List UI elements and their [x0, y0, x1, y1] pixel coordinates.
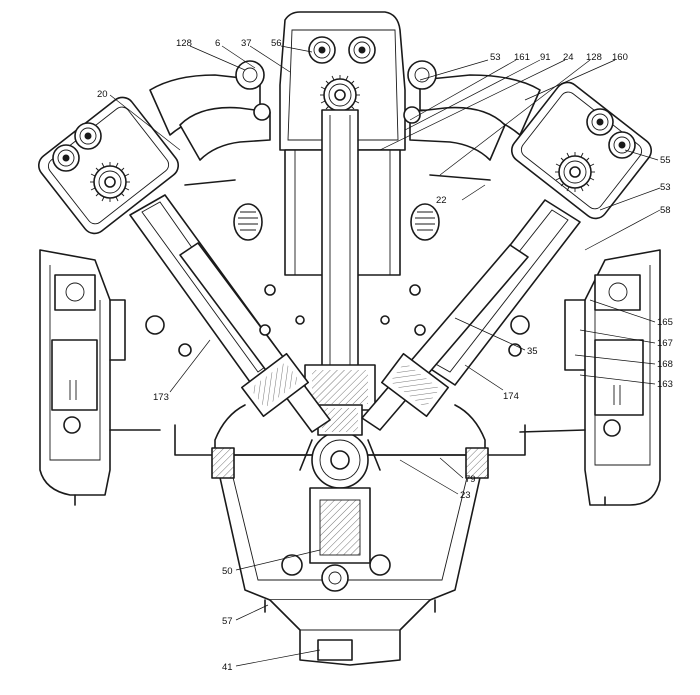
right-cylinder-bank: [361, 60, 653, 431]
callout-6: 6: [215, 38, 220, 49]
callout-173: 173: [153, 392, 169, 403]
crankcase: [174, 404, 526, 666]
callout-37: 37: [241, 38, 252, 49]
callout-160: 160: [612, 52, 628, 63]
left-accessory-housing: [39, 249, 161, 506]
callout-leaders: [109, 45, 661, 667]
callout-24: 24: [563, 52, 574, 63]
callout-50: 50: [222, 566, 233, 577]
left-cylinder-bank: [37, 60, 331, 433]
callout-20: 20: [97, 89, 108, 100]
callout-57: 57: [222, 616, 233, 627]
callout-174: 174: [503, 391, 519, 402]
callout-128-left: 128: [176, 38, 192, 49]
callout-53-right: 53: [660, 182, 671, 193]
bolt-details: [145, 284, 530, 357]
callout-79: 79: [465, 474, 476, 485]
callout-35: 35: [527, 346, 538, 357]
callout-23: 23: [460, 490, 471, 501]
callout-91: 91: [540, 52, 551, 63]
callout-165: 165: [657, 317, 673, 328]
callout-41: 41: [222, 662, 233, 673]
callout-53-top: 53: [490, 52, 501, 63]
callout-56: 56: [271, 38, 282, 49]
callout-128-right: 128: [586, 52, 602, 63]
callout-163: 163: [657, 379, 673, 390]
callout-168: 168: [657, 359, 673, 370]
callout-22: 22: [436, 195, 447, 206]
callout-161: 161: [514, 52, 530, 63]
callout-167: 167: [657, 338, 673, 349]
callout-55: 55: [660, 155, 671, 166]
callout-labels: 128 6 37 56 53 161 91 24 128 160 20 55 5…: [97, 38, 673, 673]
callout-58: 58: [660, 205, 671, 216]
center-cylinder-bank: [279, 11, 406, 436]
right-accessory-housing: [519, 249, 661, 506]
